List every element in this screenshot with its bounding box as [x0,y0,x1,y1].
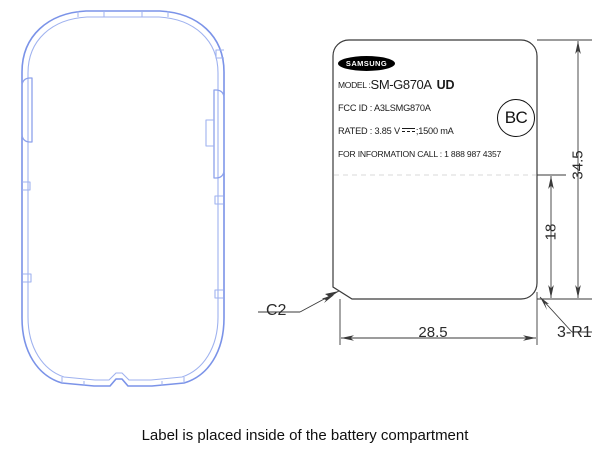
label-row-fcc-id: FCC ID : A3LSMG870A [338,103,431,113]
dimension-width-value: 28.5 [418,324,448,341]
label-row-rated: RATED : 3.85 V ;1500 mA [338,126,454,136]
rated-prefix-text: RATED : 3.85 V [338,126,400,136]
dimension-inner-height-value: 18 [542,223,560,241]
dimension-outer-height-value: 34.5 [569,150,587,180]
label-model-value: SM-G870A [370,77,433,92]
samsung-logo-text: SAMSUNG [345,59,388,68]
figure-caption: Label is placed inside of the battery co… [141,427,469,444]
label-outline [332,39,538,300]
bc-certification-mark: BC [497,99,535,137]
label-model-variant: UD [436,78,455,92]
dimension-arrowheads [322,41,581,341]
label-model-keyword: MODEL : [338,80,371,90]
dimension-chamfer-note: C2 [266,302,287,319]
dc-current-icon [401,126,415,135]
samsung-logo: SAMSUNG [338,56,395,71]
dimension-radius-note: 3-R1 [557,324,592,341]
label-row-info-call: FOR INFORMATION CALL : 1 888 987 4357 [338,149,502,159]
rated-suffix-text: ;1500 mA [415,126,454,136]
phone-back-outline [21,10,225,387]
bc-mark-text: BC [504,108,528,127]
